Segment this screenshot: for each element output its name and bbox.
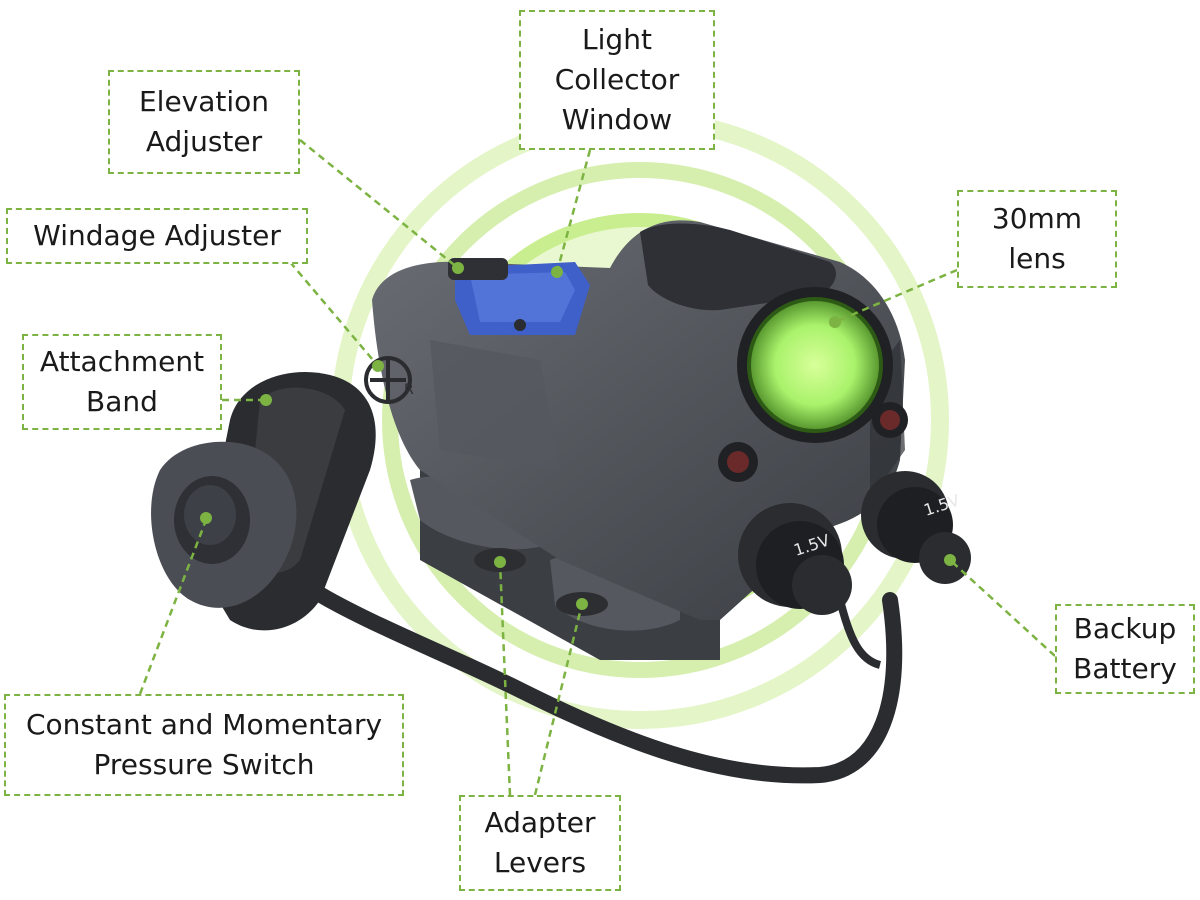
elevation-adjuster-knob [448,258,508,280]
leader-lines [138,139,1056,796]
label-line: Adjuster [145,125,263,158]
label-attachment-band: Attachment Band [22,334,222,430]
leader-windage [289,261,379,367]
leader-light-collector [555,149,592,273]
label-line: Band [86,385,158,418]
label-pressure-switch: Constant and Momentary Pressure Switch [4,694,404,796]
label-line: Constant and Momentary [25,708,383,741]
dot-lens [829,316,841,328]
dot-adapter-1 [494,556,506,568]
label-line: Elevation [138,85,270,118]
leader-dots [200,262,956,610]
label-light-collector-window: Light Collector Window [519,10,715,150]
label-windage-adjuster: Windage Adjuster [6,208,308,264]
label-line: Pressure Switch [93,748,315,781]
label-line: Adapter [484,806,596,839]
leader-elevation [299,139,459,269]
dot-light-collector [551,266,563,278]
label-line: Attachment [39,345,205,378]
leader-adapter-2 [533,603,584,796]
leader-lens [834,268,958,324]
dot-elevation [452,262,464,274]
adjuster-dial-icon [364,356,412,404]
label-line: Light [582,23,652,56]
label-line: Battery [1073,652,1177,685]
leader-backup [949,559,1056,657]
label-line: 30mm [991,202,1083,235]
light-collector-window [455,262,590,335]
dot-windage [372,360,384,372]
label-line: Levers [493,846,587,879]
dot-pressure [200,512,212,524]
label-30mm-lens: 30mm lens [957,190,1117,288]
battery-cap-icon [738,471,971,615]
lens-icon [718,287,908,482]
label-backup-battery: Backup Battery [1055,604,1195,694]
label-line: Collector [554,63,680,96]
label-line: Windage Adjuster [33,219,281,252]
leader-adapter-1 [498,561,512,796]
label-line: Window [561,103,673,136]
dot-attachment [260,394,272,406]
side-marking-r: R [404,382,414,398]
label-adapter-levers: Adapter Levers [459,795,621,891]
dot-backup [944,554,956,566]
label-elevation-adjuster: Elevation Adjuster [108,70,300,174]
label-line: Backup [1073,612,1177,645]
dot-adapter-2 [576,598,588,610]
label-line: lens [1008,242,1066,275]
switch-cable [242,532,903,784]
